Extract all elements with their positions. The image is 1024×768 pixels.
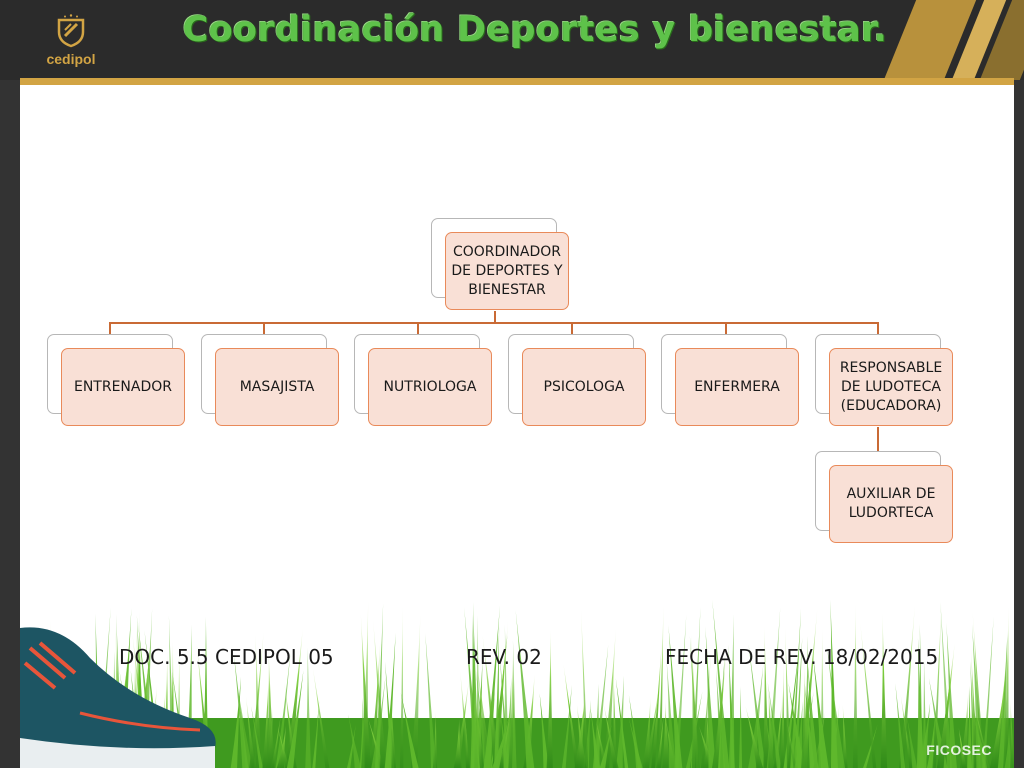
- node-coordinador: COORDINADOR DE DEPORTES Y BIENESTAR: [445, 232, 569, 310]
- connector-line: [263, 322, 265, 334]
- shield-icon: [57, 14, 85, 48]
- logo-text: cedipol: [46, 51, 96, 67]
- connector-line: [109, 322, 111, 334]
- connector-line: [725, 322, 727, 334]
- connector-line: [877, 322, 879, 334]
- node-auxiliar-ludorteca: AUXILIAR DE LUDORTECA: [829, 465, 953, 543]
- doc-number: DOC. 5.5 CEDIPOL 05: [119, 645, 334, 669]
- revision-number: REV. 02: [466, 645, 542, 669]
- node-masajista: MASAJISTA: [215, 348, 339, 426]
- gold-divider: [20, 78, 1014, 85]
- connector-line: [109, 322, 879, 324]
- slide-area: FICOSEC COORDINADOR DE DEPORTES Y BIENES…: [20, 85, 1014, 768]
- node-nutriologa: NUTRIOLOGA: [368, 348, 492, 426]
- connector-line: [877, 427, 879, 463]
- node-enfermera: ENFERMERA: [675, 348, 799, 426]
- shoe-image: [20, 627, 216, 768]
- ficosec-watermark: FICOSEC: [926, 742, 992, 758]
- connector-line: [494, 311, 496, 323]
- header-bar: cedipol Coordinación Deportes y bienesta…: [0, 0, 1024, 80]
- page-title: Coordinación Deportes y bienestar.: [182, 10, 888, 50]
- cedipol-logo: cedipol: [40, 10, 102, 68]
- node-entrenador: ENTRENADOR: [61, 348, 185, 426]
- node-psicologa: PSICOLOGA: [522, 348, 646, 426]
- node-responsable-ludoteca: RESPONSABLE DE LUDOTECA (EDUCADORA): [829, 348, 953, 426]
- connector-line: [571, 322, 573, 334]
- revision-date: FECHA DE REV. 18/02/2015: [665, 645, 939, 669]
- connector-line: [417, 322, 419, 334]
